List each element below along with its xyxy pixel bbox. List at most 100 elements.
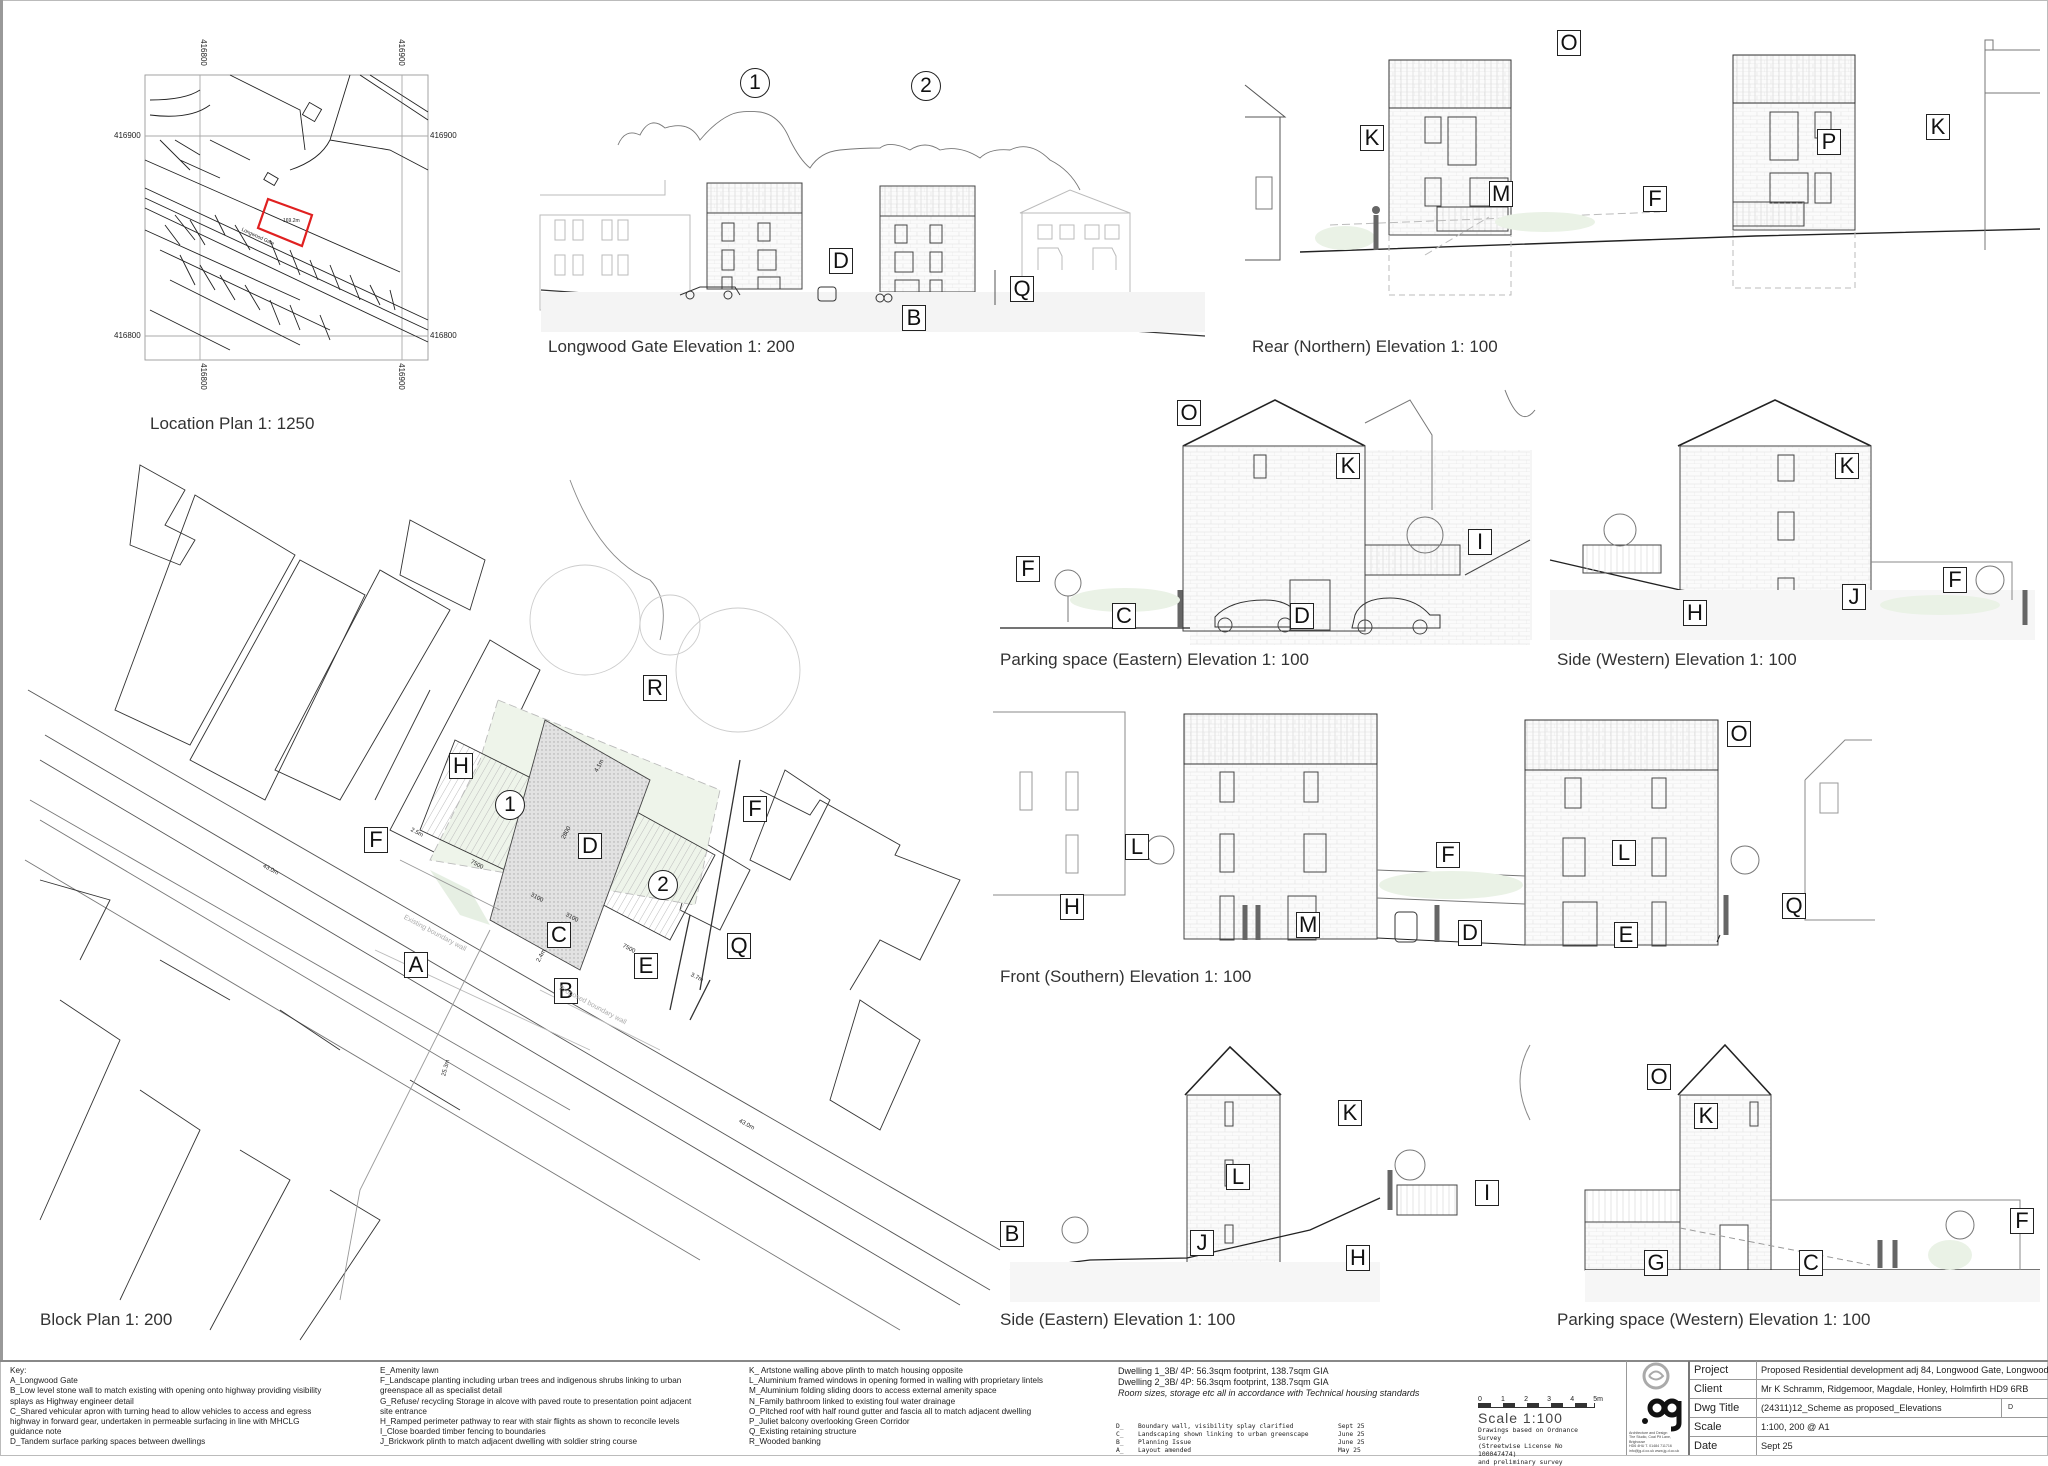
- tag-k: K: [1338, 1100, 1362, 1126]
- tag-f: F: [1943, 567, 1967, 593]
- rear-northern-caption: Rear (Northern) Elevation 1: 100: [1252, 337, 1498, 356]
- scale-ruler: [1478, 1403, 1595, 1408]
- tag-m: M: [1296, 912, 1321, 938]
- site-level-label: 169.2m: [283, 218, 300, 224]
- tag-k: K: [1336, 453, 1360, 479]
- key-column-3: K_ Artstone walling above plinth to matc…: [749, 1366, 1043, 1448]
- tag-m: M: [1489, 181, 1514, 207]
- area-note: Room sizes, storage etc all in accordanc…: [1118, 1388, 1420, 1398]
- tag-l: L: [1125, 834, 1149, 860]
- revision-row: C_Landscaping shown linking to urban gre…: [1116, 1431, 1365, 1438]
- tag-d: D: [578, 833, 602, 859]
- location-plan-caption: Location Plan 1: 1250: [150, 414, 315, 433]
- title-row-project: Project Proposed Residential development…: [1690, 1361, 2048, 1380]
- scale-ticks: 0 1 2 3 4 5m: [1478, 1396, 1603, 1403]
- title-block: Project Proposed Residential development…: [1688, 1361, 2048, 1455]
- side-eastern-caption: Side (Eastern) Elevation 1: 100: [1000, 1310, 1236, 1329]
- tag-h: H: [1060, 894, 1084, 920]
- revision-letter: D: [2001, 1399, 2048, 1417]
- tag-j: J: [1842, 584, 1866, 610]
- grid-label-bottom-right: 416900: [396, 363, 406, 390]
- key-item: B_Low level stone wall to match existing…: [10, 1386, 322, 1396]
- tag-d: D: [829, 248, 853, 274]
- tag-q: Q: [1010, 276, 1034, 302]
- key-item: I_Close boarded timber fencing to bounda…: [380, 1427, 546, 1437]
- title-row-date: Date Sept 25: [1690, 1437, 2048, 1455]
- key-item: site entrance: [380, 1406, 427, 1416]
- parking-eastern-elevation-drawing: [1000, 389, 1536, 645]
- tag-f: F: [1643, 186, 1667, 212]
- key-item: guidance note: [10, 1427, 62, 1437]
- key-item: C_Shared vehicular apron with turning he…: [10, 1406, 312, 1416]
- scale-title: Scale 1:100: [1478, 1410, 1563, 1426]
- tag-g: G: [1644, 1250, 1668, 1276]
- key-item: greenspace all as specialist detail: [380, 1386, 502, 1396]
- tag-b: B: [1000, 1221, 1024, 1247]
- grid-label-right-lower: 416800: [430, 331, 457, 340]
- tag-k: K: [1360, 125, 1384, 151]
- tag-f: F: [1436, 842, 1460, 868]
- tag-e: E: [1614, 922, 1638, 948]
- scale-note: Drawings based on Ordnance Survey (Stree…: [1478, 1426, 1579, 1466]
- tag-d: D: [1458, 920, 1482, 946]
- tag-b: B: [902, 305, 926, 331]
- key-item: F_Landscape planting including urban tre…: [380, 1376, 682, 1386]
- location-plan-map: [144, 74, 429, 361]
- tag-o: O: [1557, 30, 1581, 56]
- key-item: M_Aluminium folding sliding doors to acc…: [749, 1386, 997, 1396]
- drawing-linework: [24, 39, 2041, 1341]
- area-schedule: Dwelling 1_3B/ 4P: 56.3sqm footprint, 13…: [1118, 1366, 1419, 1399]
- grid-label-top-right: 416900: [396, 39, 406, 66]
- tag-f: F: [1016, 556, 1040, 582]
- parking-eastern-caption: Parking space (Eastern) Elevation 1: 100: [1000, 650, 1310, 669]
- tag-f: F: [2010, 1208, 2034, 1234]
- tag-c: C: [1112, 603, 1136, 629]
- block-plan-drawing: [24, 464, 1001, 1341]
- key-item: P_Juliet balcony overlooking Green Corri…: [749, 1417, 910, 1427]
- tag-o: O: [1727, 721, 1751, 747]
- block-plan-caption: Block Plan 1: 200: [40, 1310, 173, 1329]
- tag-o: O: [1177, 400, 1201, 426]
- revision-row: D_Boundary wall, visibility splay clarif…: [1116, 1423, 1365, 1430]
- tag-e: E: [634, 953, 658, 979]
- tag-p: P: [1817, 129, 1841, 155]
- firm-details: Architecture and Design The Studio, Coal…: [1629, 1430, 1680, 1453]
- tag-d: D: [1290, 603, 1314, 629]
- tag-l: L: [1612, 840, 1636, 866]
- key-item: H_Ramped perimeter pathway to rear with …: [380, 1417, 680, 1427]
- key-item: D_Tandem surface parking spaces between …: [10, 1437, 206, 1447]
- firm-logo-box: Architecture and Design The Studio, Coal…: [1626, 1361, 1685, 1455]
- key-item: J_Brickwork plinth to match adjacent dwe…: [380, 1437, 638, 1447]
- tag-q: Q: [1782, 893, 1806, 919]
- sheet-edge: [0, 0, 3, 1360]
- side-eastern-elevation-drawing: [1009, 1044, 1531, 1302]
- tag-q: Q: [727, 933, 751, 959]
- title-row-client: Client Mr K Schramm, Ridgemoor, Magdale,…: [1690, 1380, 2048, 1399]
- key-item: R_Wooded banking: [749, 1437, 821, 1447]
- firm-logo-icon: [1642, 1362, 1682, 1432]
- tag-f: F: [364, 827, 388, 853]
- key-item: G_Refuse/ recycling Storage in alcove wi…: [380, 1396, 692, 1406]
- grid-label-left-lower: 416800: [114, 331, 141, 340]
- tag-h: H: [1346, 1245, 1370, 1271]
- tag-o: O: [1647, 1064, 1671, 1090]
- area-line: Dwelling 2_3B/ 4P: 56.3sqm footprint, 13…: [1118, 1377, 1329, 1387]
- rear-northern-elevation-drawing: [1244, 39, 2041, 296]
- block-plan-dwelling-2: 2: [648, 870, 678, 900]
- dwelling-marker-1: 1: [740, 68, 770, 98]
- key-item: E_Amenity lawn: [380, 1366, 439, 1375]
- tag-a: A: [404, 952, 428, 978]
- key-item: L_Aluminium framed windows in opening fo…: [749, 1376, 1043, 1386]
- side-western-elevation-drawing: [1549, 399, 2036, 640]
- longwood-gate-caption: Longwood Gate Elevation 1: 200: [548, 337, 795, 356]
- longwood-gate-elevation-drawing: [539, 110, 1206, 337]
- tag-j: J: [1190, 1230, 1214, 1256]
- parking-western-caption: Parking space (Western) Elevation 1: 100: [1557, 1310, 1871, 1329]
- tag-h: H: [449, 753, 473, 779]
- tag-i: I: [1468, 529, 1492, 555]
- tag-c: C: [547, 922, 571, 948]
- block-plan-dwelling-1: 1: [495, 790, 525, 820]
- grid-label-top-left: 416800: [198, 39, 208, 66]
- key-title: Key:: [10, 1366, 27, 1375]
